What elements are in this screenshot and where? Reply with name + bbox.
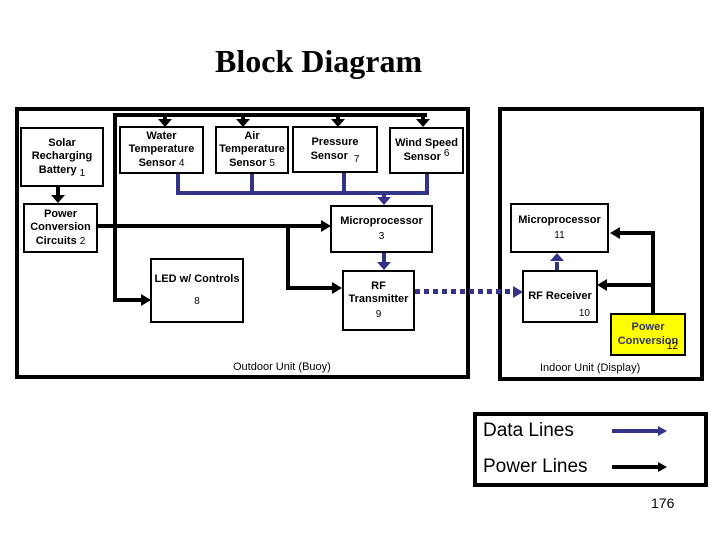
block-number: 9	[375, 309, 382, 321]
power-line-solar-to-pcc	[56, 187, 60, 196]
block-number: 8	[194, 295, 200, 307]
power-line-to-led	[113, 298, 141, 302]
wireless-data-link-dotted	[415, 289, 513, 294]
power-line-to-rf-receiver	[607, 283, 655, 287]
data-line-water-sensor	[176, 173, 180, 195]
power-line-to-pressure-sensor	[336, 117, 340, 120]
block-number: 6	[443, 147, 450, 159]
legend-power-line-sample	[612, 465, 658, 469]
block-microprocessor-11: Microprocessor 11	[510, 203, 609, 253]
outdoor-unit-caption: Outdoor Unit (Buoy)	[233, 361, 331, 373]
arrowhead-down-icon	[236, 119, 250, 127]
block-led-controls: LED w/ Controls 8	[150, 258, 244, 323]
block-number: 7	[353, 153, 360, 165]
legend-power-lines-label: Power Lines	[483, 456, 588, 477]
block-number: 11	[554, 230, 565, 242]
power-line-to-air-sensor	[241, 117, 245, 120]
arrowhead-down-icon	[377, 262, 391, 270]
arrowhead-right-icon	[513, 286, 523, 298]
arrowhead-down-icon	[331, 119, 345, 127]
power-bus-vertical	[113, 113, 117, 302]
power-line-branch-vertical	[286, 226, 290, 290]
arrowhead-down-icon	[158, 119, 172, 127]
arrowhead-down-icon	[377, 197, 391, 205]
block-number: 2	[79, 235, 86, 247]
arrowhead-right-icon	[141, 294, 151, 306]
data-line-pressure-sensor	[342, 172, 346, 195]
block-power-conversion-12: Power Conversion 12	[610, 313, 686, 356]
block-number: 3	[378, 231, 385, 243]
power-line-to-wind-sensor	[421, 117, 425, 120]
legend-data-line-sample	[612, 429, 658, 433]
arrowhead-right-icon	[658, 426, 667, 436]
page-title: Block Diagram	[215, 43, 423, 79]
page-number: 176	[651, 495, 675, 511]
arrowhead-left-icon	[597, 279, 607, 291]
block-microprocessor-3: Microprocessor 3	[330, 205, 433, 253]
data-line-wind-sensor	[425, 174, 429, 195]
block-number: 10	[578, 308, 590, 319]
legend-data-lines-label: Data Lines	[483, 420, 574, 441]
block-number: 4	[178, 157, 185, 169]
arrowhead-down-icon	[51, 195, 65, 203]
data-line-air-sensor	[250, 173, 254, 195]
arrowhead-right-icon	[658, 462, 667, 472]
arrowhead-right-icon	[321, 220, 331, 232]
arrowhead-right-icon	[332, 282, 342, 294]
indoor-unit-caption: Indoor Unit (Display)	[540, 362, 641, 374]
block-number: 5	[269, 157, 275, 169]
data-line-rf-receiver-to-microprocessor11	[555, 262, 559, 270]
arrowhead-left-icon	[610, 227, 620, 239]
arrowhead-down-icon	[416, 119, 430, 127]
power-line-to-rf-transmitter	[286, 286, 332, 290]
data-line-microprocessor3-to-rf-transmitter	[382, 253, 386, 263]
power-bus-top	[113, 113, 427, 117]
power-line-to-water-sensor	[163, 117, 167, 120]
data-bus-horizontal	[176, 191, 429, 195]
arrowhead-up-icon	[550, 253, 564, 261]
block-rf-transmitter: RF Transmitter 9	[342, 270, 415, 331]
power-line-pcc-to-microprocessor	[97, 224, 321, 228]
block-number: 12	[666, 341, 678, 352]
data-line-to-microprocessor3	[382, 195, 386, 198]
power-line-to-microprocessor11	[620, 231, 655, 235]
indoor-power-line-vertical	[651, 231, 655, 313]
block-number: 1	[79, 167, 86, 179]
block-rf-receiver: RF Receiver 10	[522, 270, 598, 323]
legend-box	[473, 412, 708, 487]
